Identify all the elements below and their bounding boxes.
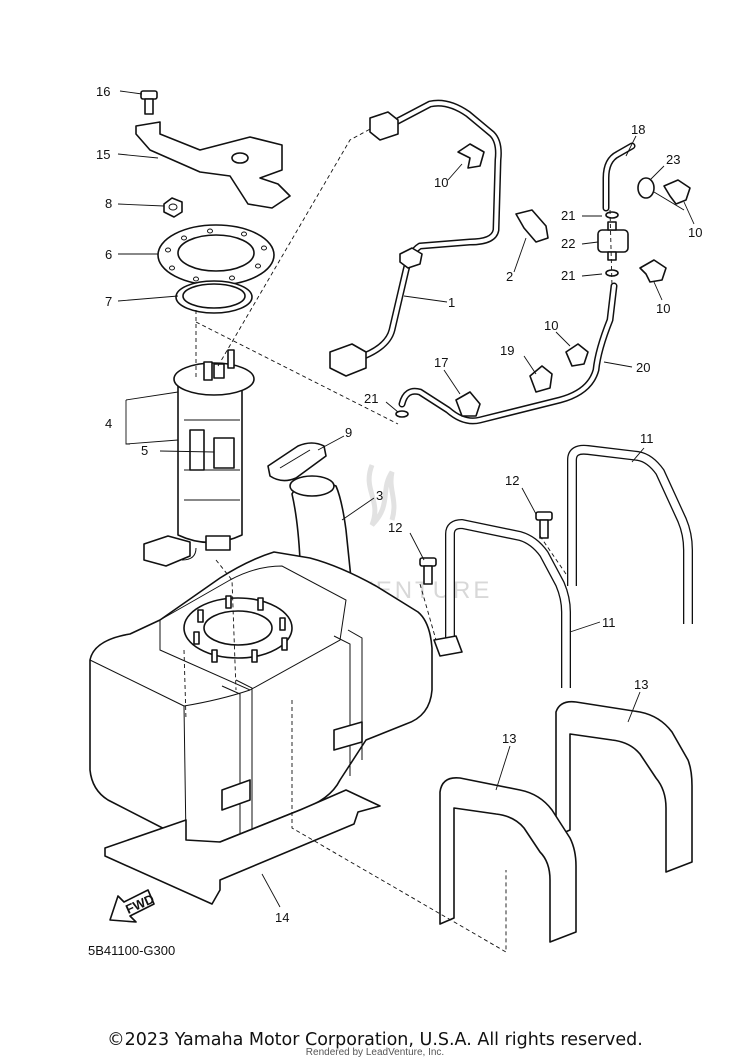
callout-13-a: 13 [634,677,648,692]
part-2-clip [515,209,549,243]
callout-2: 2 [506,269,513,284]
part-8-nut [163,197,183,218]
part-13-pad-front [439,776,577,943]
callout-23: 23 [666,152,680,167]
callout-20: 20 [636,360,650,375]
callout-12-b: 12 [388,520,402,535]
part-23-valve [637,177,685,211]
part-3-fuel-tank [89,475,433,847]
callout-18: 18 [631,122,645,137]
callout-6: 6 [105,247,112,262]
leader-lines [117,90,695,953]
part-13-pad-rear [555,700,693,873]
callout-10-a: 10 [434,175,448,190]
callout-7: 7 [105,294,112,309]
callout-14: 14 [275,910,289,925]
part-6-retaining-ring [157,224,275,286]
part-22-filter [597,221,629,261]
part-10-clamp-b [663,179,691,205]
part-12-bolt-a [535,511,553,539]
callout-19: 19 [500,343,514,358]
part-4-fuel-pump [173,349,255,561]
callout-12-a: 12 [505,473,519,488]
callout-8: 8 [105,196,112,211]
callout-11-b: 11 [602,615,616,630]
part-16-bolt [140,90,158,115]
copyright-notice: ©2023 Yamaha Motor Corporation, U.S.A. A… [107,1030,643,1050]
callout-10-c: 10 [656,301,670,316]
part-14-plate [104,789,381,905]
part-20-breather-hose [398,282,618,425]
callout-16: 16 [96,84,110,99]
drawing-code: 5B41100-G300 [88,943,175,958]
callout-4: 4 [105,416,112,431]
callout-9: 9 [345,425,352,440]
fwd-label: FWD [123,891,156,917]
part-21-clip-a [605,211,619,219]
pump-connector [143,535,191,567]
part-1-fuel-hose [329,99,502,377]
part-10-clamp-d [565,343,589,367]
callouts: 16 15 8 6 7 4 5 1 10 2 18 23 21 22 21 10… [96,84,702,925]
part-11-strap-front [433,519,571,688]
callout-5: 5 [141,443,148,458]
part-10-clamp-a [457,143,485,169]
part-17-clip [455,391,481,417]
callout-15: 15 [96,147,110,162]
callout-1: 1 [448,295,455,310]
callout-11-a: 11 [640,431,654,446]
callout-21-c: 21 [364,391,378,406]
callout-22: 22 [561,236,575,251]
part-18-hose [602,142,636,212]
fwd-arrow-icon: FWD [109,889,156,923]
rendered-by-notice: Rendered by LeadVenture, Inc. [305,1047,445,1058]
callout-21-a: 21 [561,208,575,223]
callout-10-d: 10 [544,318,558,333]
part-10-clamp-c [639,259,667,283]
part-9-fuel-cap [267,442,327,482]
part-21-clip-c [395,410,409,418]
callout-13-b: 13 [502,731,516,746]
callout-17: 17 [434,355,448,370]
part-11-strap-rear [567,444,693,624]
part-7-gasket [175,280,253,314]
callout-3: 3 [376,488,383,503]
callout-10-b: 10 [688,225,702,240]
part-15-bracket [135,121,291,209]
callout-21-b: 21 [561,268,575,283]
